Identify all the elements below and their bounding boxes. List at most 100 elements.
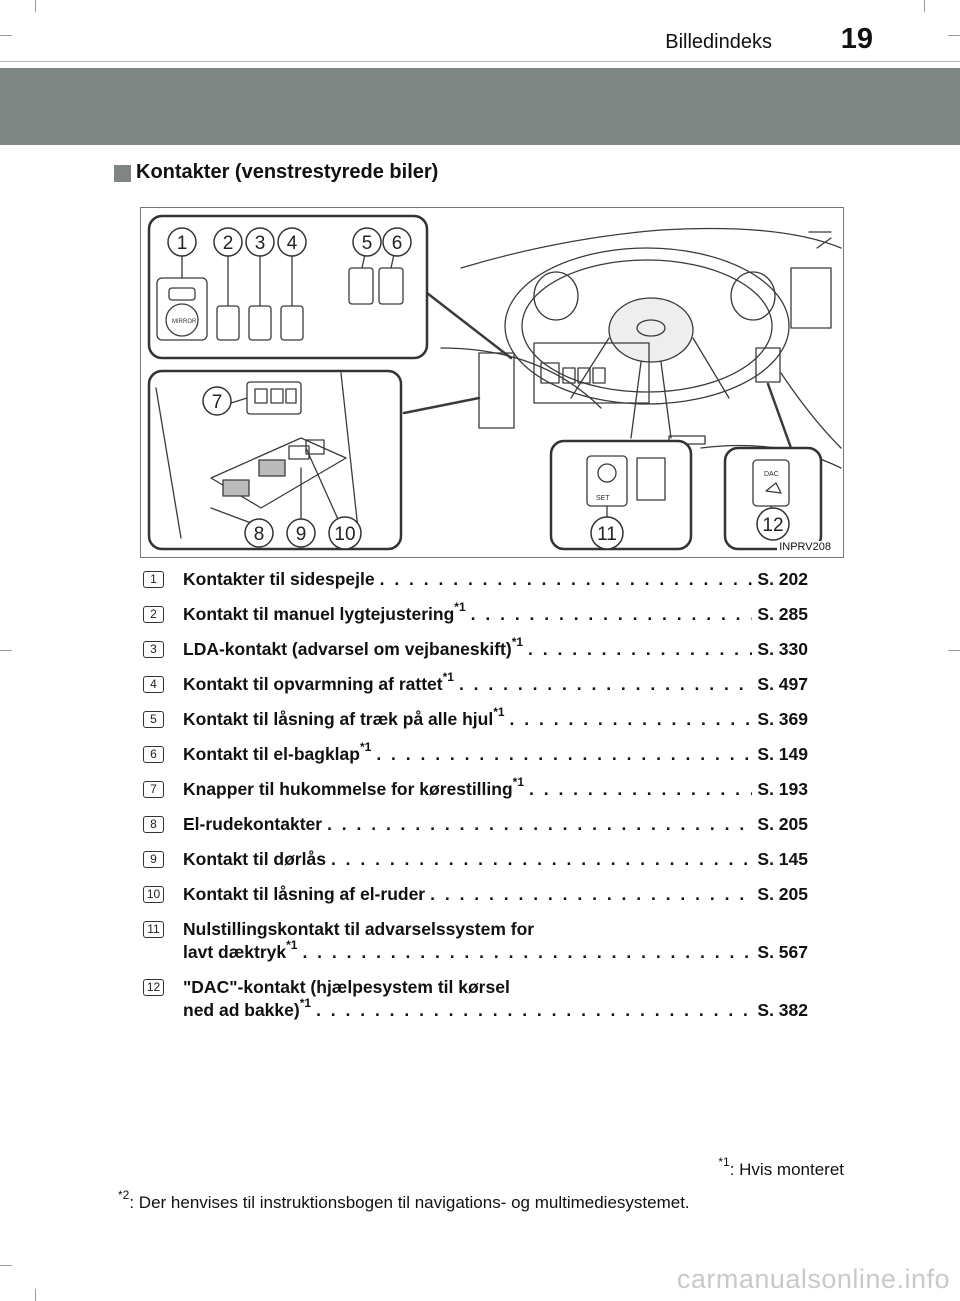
svg-text:SET: SET [596,495,610,502]
callout-number: 7 [212,392,223,413]
item-number: 4 [143,676,164,693]
section-marker [114,165,131,182]
leader-dots [459,673,752,696]
item-text: Kontakt til låsning af el-ruder [183,884,426,904]
svg-text:DAC: DAC [764,471,779,478]
leader-dots [380,568,753,591]
dac-panel [755,347,781,383]
callout-number: 2 [223,233,234,254]
page-reference: S. 205 [757,814,808,834]
leader-dots [529,778,752,801]
callout-circle [167,227,197,257]
crop-mark [948,650,960,651]
item-text: Kontakt til opvarmning af rattet [183,674,443,694]
item-number: 12 [143,979,164,996]
panel-switch [562,367,576,384]
center-screen [790,267,832,329]
panel-switch [540,362,560,384]
footnote-ref: *1 [299,996,312,1010]
crop-mark [0,1265,12,1266]
footnote-1: *1: Hvis monteret [718,1156,844,1180]
item-text: Kontakt til manuel lygtejustering [183,604,455,624]
item-text: El-rudekontakter [183,814,323,834]
footnote-ref: *1 [359,740,372,754]
callout-circle [245,227,275,257]
item-text: Kontakt til el-bagklap [183,744,360,764]
item-text: Knapper til hukommelse for kørestilling [183,779,513,799]
list-item: 3 LDA-kontakt (advarsel om vejbaneskift)… [143,636,808,661]
item-number: 7 [143,781,164,798]
left-switch-panel [533,342,650,404]
footnote-ref: *1 [454,600,466,614]
callout-number: 5 [362,233,373,254]
item-number: 8 [143,816,164,833]
callout-circle [202,386,232,416]
callout-box-door [147,369,403,551]
page-reference: S. 202 [757,569,808,589]
crop-mark [0,650,12,651]
list-item: 12 "DAC"-kontakt (hjælpesystem til kørse… [143,976,808,1022]
item-number: 11 [143,921,164,938]
item-number: 10 [143,886,164,903]
svg-text:MIRROR: MIRROR [172,319,197,325]
crop-mark [35,1289,36,1301]
crop-mark [0,35,12,36]
callout-circle [352,227,382,257]
callout-circle [244,518,274,548]
gauge-right [730,271,776,321]
callout-circle [286,518,316,548]
callout-circle [382,227,412,257]
callout-number: 3 [255,233,266,254]
item-text: Kontakter til sidespejle [183,569,375,589]
dashboard-illustration: MIRROR SET [140,207,844,558]
footnote-mark: *1 [718,1155,730,1169]
page-reference: S. 285 [757,604,808,624]
list-item: 6 Kontakt til el-bagklap*1S. 149 [143,740,808,766]
callout-box-tire: SET [549,439,693,551]
figure-code: INPRV208 [777,541,833,553]
leader-dots [302,941,752,964]
footnote-ref: *1 [512,775,524,789]
callout-number: 9 [296,524,307,545]
item-text: ned ad bakke) [183,1000,300,1020]
list-item: 1 Kontakter til sidespejleS. 202 [143,568,808,591]
footnote-2: *2: Der henvises til instruktionsbogen t… [118,1189,690,1213]
leader-dots [316,999,752,1022]
page-reference: S. 382 [757,1000,808,1020]
callout-number: 4 [287,233,298,254]
vent-lines [808,231,832,249]
leader-line [402,396,481,415]
callout-number: 8 [254,524,265,545]
steering-wheel [504,247,790,439]
item-number: 2 [143,606,164,623]
item-first-line: Nulstillingskontakt til advarselssystem … [183,919,535,939]
footnote-text: : Der henvises til instruktionsbogen til… [129,1193,690,1212]
list-item: 2 Kontakt til manuel lygtejustering*1 S. … [143,600,808,626]
callout-number: 12 [762,515,783,536]
page-reference: S. 205 [757,884,808,904]
leader-dots [510,708,753,731]
list-item: 9 Kontakt til dørlåsS. 145 [143,848,808,871]
leader-dots [331,848,752,871]
door-panel [478,352,515,429]
leader-dots [430,883,752,906]
list-item: 8 El-rudekontakter S. 205 [143,813,808,836]
callout-number: 11 [597,524,617,545]
item-number: 5 [143,711,164,728]
footnote-mark: *2 [118,1188,130,1202]
footnote-ref: *1 [493,705,505,719]
leader-dots [327,813,752,836]
item-first-line: "DAC"-kontakt (hjælpesystem til kørsel [183,977,510,997]
crop-mark [35,0,36,12]
list-item: 10 Kontakt til låsning af el-ruder S. 205 [143,883,808,906]
gauge-left [533,271,579,321]
callout-circle [277,227,307,257]
page-reference: S. 330 [757,639,808,659]
callout-circle [590,516,624,550]
leader-dots [471,603,753,626]
callout-box-dac: DAC [723,446,823,551]
dashboard-drawing: MIRROR SET [147,214,842,551]
page-reference: S. 149 [757,744,808,764]
dash-top-line [460,227,842,269]
crop-mark [924,0,925,12]
